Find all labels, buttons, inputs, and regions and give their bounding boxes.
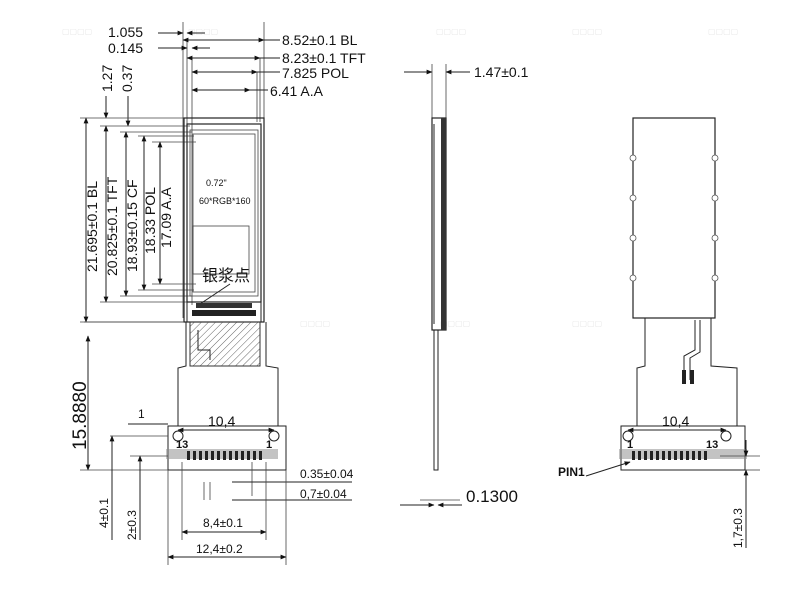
dim-tft-width: 8.23±0.1 TFT [282, 50, 366, 66]
front-view: 1.055 0.145 8.52±0.1 BL 8.23±0.1 TFT 7.8… [70, 22, 366, 565]
dim-4: 4±0.1 [97, 498, 111, 528]
svg-text:▢▢▢▢: ▢▢▢▢ [188, 27, 218, 36]
dim-pol-height: 18.33 POL [142, 187, 158, 254]
dim-thickness: 1.47±0.1 [474, 64, 529, 80]
back-fpc [636, 318, 738, 427]
back-panel [632, 117, 716, 319]
pin1-callout: PIN1 [558, 465, 585, 479]
side-fpc [433, 330, 439, 471]
svg-text:▢▢▢▢: ▢▢▢▢ [62, 27, 92, 36]
dim-fpc-length: 15.8880 [70, 381, 91, 450]
screen-size-text: 0.72" [206, 178, 227, 188]
dim-pin-pitch: 0,7±0.04 [300, 487, 347, 501]
dim-aa-height: 17.09 A.A [158, 187, 174, 248]
back-hole-right [720, 430, 732, 442]
silver-dot-callout: 银浆点 [202, 267, 250, 285]
silver-dot-area [192, 225, 250, 275]
svg-text:▢▢▢▢: ▢▢▢▢ [572, 319, 602, 328]
dim-0-145: 0.145 [108, 40, 143, 56]
bl-outline [183, 117, 265, 323]
dim-pitch-1: 1 [138, 407, 145, 421]
dim-1-7: 1,7±0.3 [731, 508, 745, 548]
side-view: 1.47±0.1 0.1300 [400, 64, 529, 508]
watermark: ▢▢▢▢ ▢▢▢▢ ▢▢▢▢ ▢▢▢▢ ▢▢▢▢ ▢▢▢▢ ▢▢▢▢ ▢▢▢▢ [62, 27, 738, 328]
dim-bl-width: 8.52±0.1 BL [282, 32, 358, 48]
pin-row [187, 451, 262, 460]
svg-text:▢▢▢▢: ▢▢▢▢ [572, 27, 602, 36]
svg-text:▢▢▢▢: ▢▢▢▢ [708, 27, 738, 36]
aa-outline [192, 133, 256, 293]
dim-pol-width: 7.825 POL [282, 65, 349, 81]
dim-aa-width: 6.41 A.A [270, 83, 324, 99]
dim-12-4: 12,4±0.2 [196, 542, 243, 556]
pol-outline [189, 129, 259, 297]
back-view: 10,4 1 13 PIN1 1,7±0.3 [558, 117, 760, 548]
dim-8-4: 8,4±0.1 [203, 516, 243, 530]
dim-cf-height: 18.93±0.15 CF [124, 179, 140, 272]
dim-tft-height: 20.825±0.1 TFT [104, 176, 120, 276]
pin-13-label: 13 [176, 439, 188, 451]
dim-1-055: 1.055 [108, 24, 143, 40]
dim-bl-height: 21.695±0.1 BL [84, 181, 100, 272]
back-pin-13-label: 13 [706, 439, 718, 451]
dim-pin-width: 0.35±0.04 [300, 467, 354, 481]
resolution-text: 60*RGB*160 [199, 196, 251, 206]
pin-1-label: 1 [266, 439, 272, 451]
svg-text:▢▢▢▢: ▢▢▢▢ [440, 319, 470, 328]
dim-1-27: 1.27 [99, 65, 115, 92]
svg-text:▢▢▢▢: ▢▢▢▢ [436, 27, 466, 36]
dim-2: 2±0.3 [125, 510, 139, 540]
back-dim-span-10-4: 10,4 [662, 413, 689, 429]
dim-span-10-4: 10,4 [208, 413, 235, 429]
svg-text:▢▢▢▢: ▢▢▢▢ [300, 319, 330, 328]
back-pin-row [632, 451, 707, 460]
dim-0-37: 0.37 [119, 65, 135, 92]
dim-fpc-thickness: 0.1300 [466, 487, 518, 506]
fpc-hatched-area [189, 321, 261, 367]
back-pin-1-label: 1 [627, 439, 633, 451]
